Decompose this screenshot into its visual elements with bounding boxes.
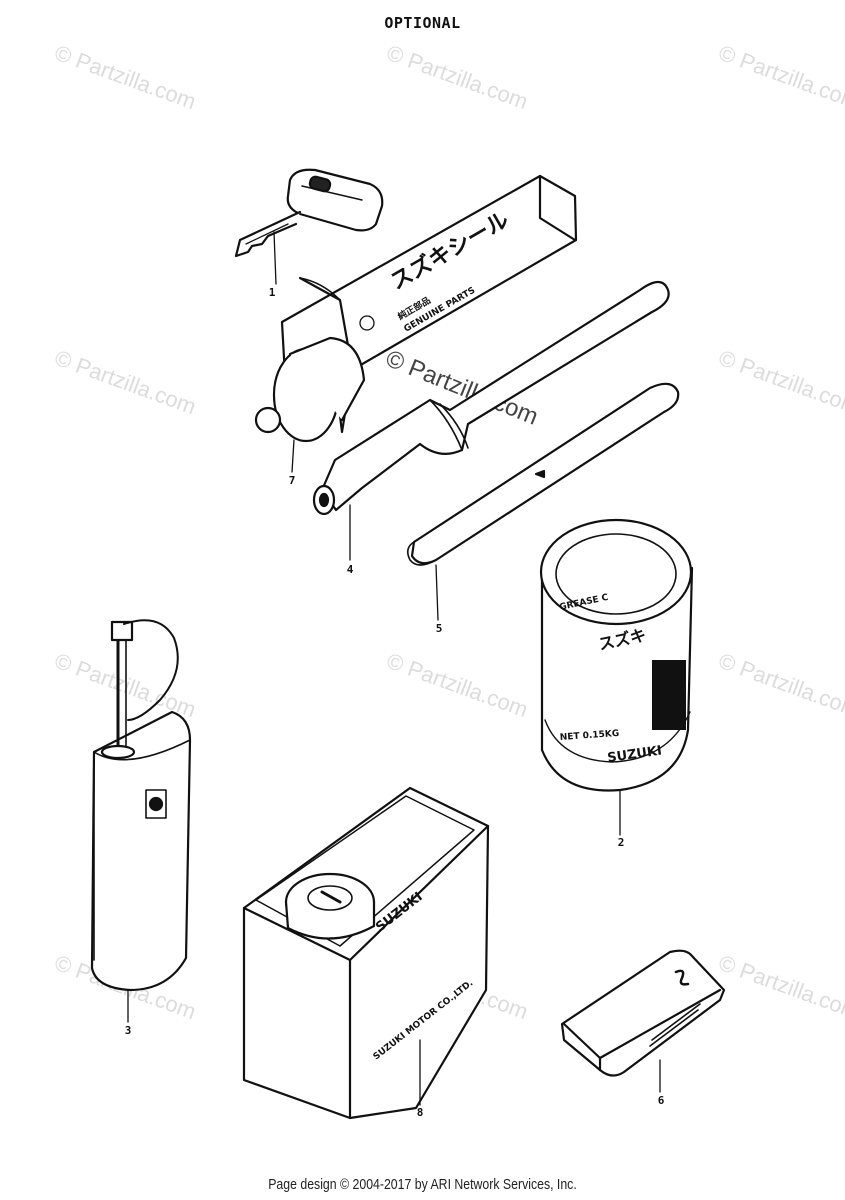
callout-7: 7 xyxy=(289,474,296,487)
callout-6: 6 xyxy=(658,1094,665,1107)
grip-part xyxy=(312,280,670,516)
callout-2: 2 xyxy=(618,836,625,849)
patch-kit-part xyxy=(560,949,726,1077)
callout-8: 8 xyxy=(417,1106,424,1119)
grease-can-part xyxy=(539,518,694,792)
callout-4: 4 xyxy=(347,563,354,576)
callout-3: 3 xyxy=(125,1024,132,1037)
tire-lever-part xyxy=(406,382,680,566)
callout-1: 1 xyxy=(269,286,276,299)
callout-5: 5 xyxy=(436,622,443,635)
key-part xyxy=(234,168,384,258)
can-label-net: NET 0.15KG xyxy=(560,729,620,743)
page-footer: Page design © 2004-2017 by ARI Network S… xyxy=(268,1176,577,1193)
page-title: OPTIONAL xyxy=(384,14,461,32)
oil-can-part xyxy=(242,786,490,1120)
tube-box-part xyxy=(254,174,578,443)
oil-bottle-part xyxy=(90,619,192,992)
